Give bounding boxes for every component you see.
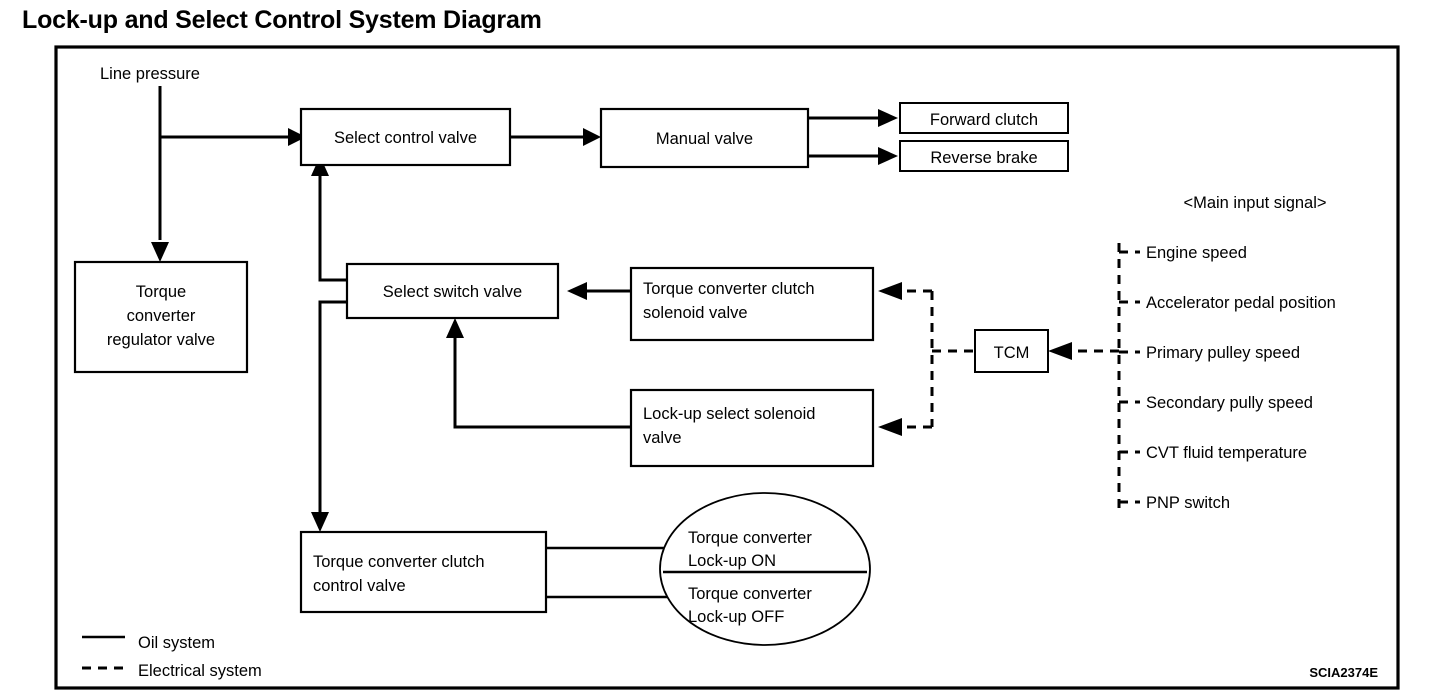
label-lockup-select-solenoid-valve-line1: Lock-up select solenoid xyxy=(643,405,815,423)
label-tc-regulator-valve-line3: regulator valve xyxy=(107,331,215,349)
arrowhead-reverse-brake xyxy=(878,147,898,165)
arrowhead-ssv-bottom xyxy=(446,318,464,338)
label-select-control-valve: Select control valve xyxy=(334,129,477,147)
arrowhead-forward-clutch xyxy=(878,109,898,127)
label-select-switch-valve: Select switch valve xyxy=(383,283,522,301)
arrowhead-tcc-control-valve xyxy=(311,512,329,532)
box-reverse-brake[interactable] xyxy=(899,140,1069,172)
label-tc-regulator-valve-line1: Torque xyxy=(136,283,186,301)
box-select-control-valve[interactable] xyxy=(299,107,512,167)
lockup-state-ellipse xyxy=(659,492,871,646)
arrowhead-ssv-right xyxy=(567,282,587,300)
label-manual-valve: Manual valve xyxy=(656,130,753,148)
arrowhead-tcm xyxy=(1048,342,1072,360)
input-signal-1: Accelerator pedal position xyxy=(1146,294,1336,312)
arrowhead-lockup-solenoid xyxy=(878,418,902,436)
label-lockup-on-line1: Torque converter xyxy=(688,529,812,547)
page-title: Lock-up and Select Control System Diagra… xyxy=(22,6,542,34)
figure-code: SCIA2374E xyxy=(1309,665,1378,680)
arrowhead-tcc-solenoid xyxy=(878,282,902,300)
input-signal-3: Secondary pully speed xyxy=(1146,394,1313,412)
box-tcm[interactable] xyxy=(974,329,1049,373)
box-torque-converter-regulator-valve[interactable] xyxy=(73,260,249,374)
box-select-switch-valve[interactable] xyxy=(345,262,560,320)
label-tcc-control-valve-line2: control valve xyxy=(313,577,406,595)
label-tcm: TCM xyxy=(994,344,1030,362)
label-forward-clutch: Forward clutch xyxy=(930,111,1038,129)
label-tcc-solenoid-valve-line2: solenoid valve xyxy=(643,304,748,322)
diagram-frame xyxy=(54,45,1400,690)
box-lockup-select-solenoid-valve[interactable] xyxy=(629,388,875,468)
label-tc-regulator-valve-line2: converter xyxy=(127,307,196,325)
box-manual-valve[interactable] xyxy=(599,107,810,169)
input-signal-4: CVT fluid temperature xyxy=(1146,444,1307,462)
legend-label-oil: Oil system xyxy=(138,634,215,652)
label-tcc-control-valve-line1: Torque converter clutch xyxy=(313,553,485,571)
input-signal-0: Engine speed xyxy=(1146,244,1247,262)
ssv-down-to-tcc-control-valve xyxy=(318,300,347,512)
lussv-to-ssv xyxy=(453,338,631,429)
arrowhead-select-control-valve xyxy=(288,128,306,146)
box-forward-clutch[interactable] xyxy=(899,102,1069,134)
legend-label-electrical: Electrical system xyxy=(138,662,262,680)
label-lockup-select-solenoid-valve-line2: valve xyxy=(643,429,682,447)
label-lockup-off-line2: Lock-up OFF xyxy=(688,608,784,626)
ssv-up-to-scv xyxy=(318,176,347,282)
label-main-input-signal: <Main input signal> xyxy=(1183,194,1326,212)
label-line-pressure: Line pressure xyxy=(100,65,200,83)
input-signal-2: Primary pulley speed xyxy=(1146,344,1300,362)
box-tcc-solenoid-valve[interactable] xyxy=(629,266,875,342)
label-lockup-on-line2: Lock-up ON xyxy=(688,552,776,570)
input-signal-5: PNP switch xyxy=(1146,494,1230,512)
arrowhead-manual-valve xyxy=(583,128,601,146)
label-reverse-brake: Reverse brake xyxy=(930,149,1037,167)
label-tcc-solenoid-valve-line1: Torque converter clutch xyxy=(643,280,815,298)
arrowhead-tc-regulator-valve xyxy=(151,242,169,262)
box-tcc-control-valve[interactable] xyxy=(299,530,548,614)
label-lockup-off-line1: Torque converter xyxy=(688,585,812,603)
